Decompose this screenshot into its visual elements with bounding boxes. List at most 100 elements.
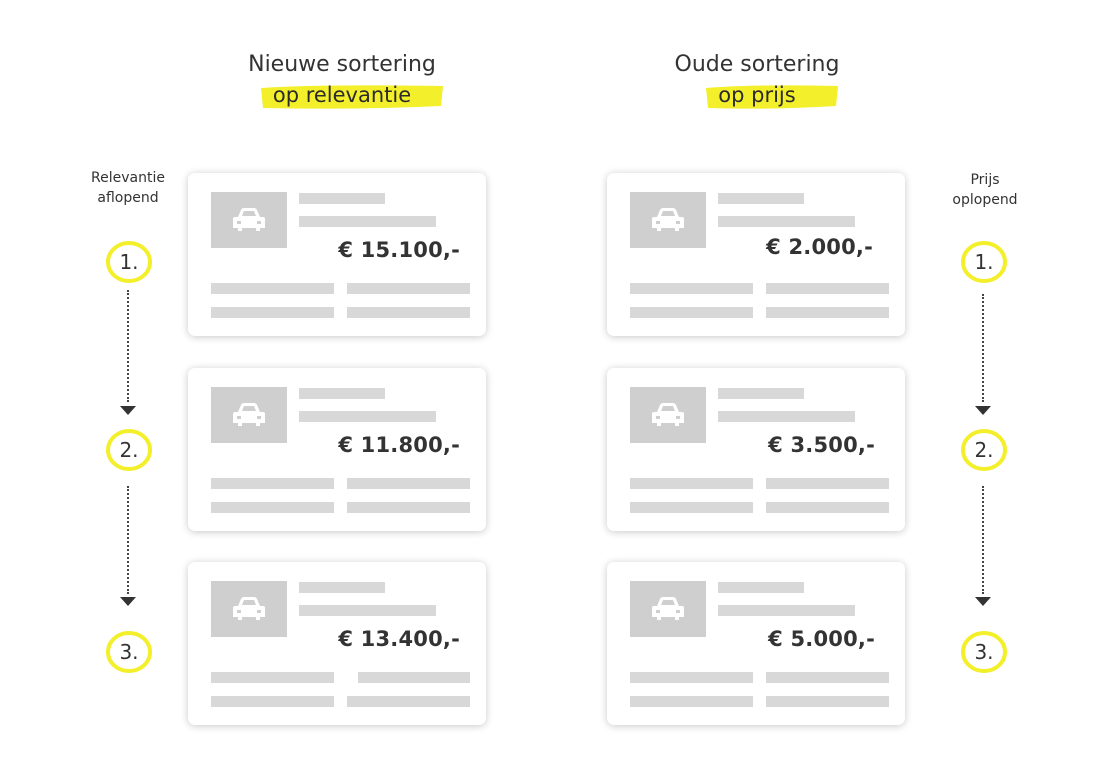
detail-placeholder	[630, 478, 753, 489]
left-rank-3-label: 3.	[119, 640, 139, 664]
right-heading-title: Oude sortering	[674, 52, 840, 77]
detail-placeholder	[211, 672, 334, 683]
detail-placeholder	[766, 672, 889, 683]
left-sort-label: Relevantie aflopend	[78, 168, 178, 208]
circle-marker-icon	[106, 631, 152, 673]
listing-price: € 3.500,-	[768, 433, 875, 457]
circle-marker-icon	[106, 429, 152, 471]
listing-thumbnail	[211, 387, 287, 443]
left-connector-1	[127, 290, 129, 402]
detail-placeholder	[347, 478, 470, 489]
circle-marker-icon	[106, 241, 152, 283]
left-rank-3: 3.	[104, 629, 154, 675]
circle-marker-icon	[961, 631, 1007, 673]
subtitle-placeholder	[299, 605, 436, 616]
circle-marker-icon	[961, 429, 1007, 471]
listing-price: € 15.100,-	[338, 238, 460, 262]
listing-card-left-3[interactable]: € 13.400,-	[188, 562, 486, 725]
title-placeholder	[718, 582, 804, 593]
listing-card-right-1[interactable]: € 2.000,-	[607, 173, 905, 336]
title-placeholder	[299, 193, 385, 204]
detail-placeholder	[766, 502, 889, 513]
detail-placeholder	[766, 283, 889, 294]
left-connector-2	[127, 486, 129, 594]
subtitle-placeholder	[299, 216, 436, 227]
detail-placeholder	[211, 696, 334, 707]
subtitle-placeholder	[718, 216, 855, 227]
listing-thumbnail	[630, 581, 706, 637]
arrow-down-icon	[975, 597, 991, 606]
listing-price: € 11.800,-	[338, 433, 460, 457]
right-sort-label-line1: Prijs	[970, 172, 1000, 188]
arrow-down-icon	[120, 406, 136, 415]
car-icon	[652, 403, 684, 426]
detail-placeholder	[358, 672, 470, 683]
title-placeholder	[718, 388, 804, 399]
title-placeholder	[299, 582, 385, 593]
right-heading-highlight-text: op prijs	[718, 83, 796, 107]
left-rank-1: 1.	[104, 239, 154, 285]
detail-placeholder	[347, 502, 470, 513]
listing-card-right-2[interactable]: € 3.500,-	[607, 368, 905, 531]
left-heading-highlight-text: op relevantie	[272, 83, 412, 107]
right-sort-label: Prijs oplopend	[935, 170, 1035, 210]
left-rank-1-label: 1.	[119, 250, 139, 274]
detail-placeholder	[211, 283, 334, 294]
listing-card-right-3[interactable]: € 5.000,-	[607, 562, 905, 725]
subtitle-placeholder	[718, 605, 855, 616]
car-icon	[233, 597, 265, 620]
left-rank-2-label: 2.	[119, 438, 139, 462]
detail-placeholder	[630, 502, 753, 513]
detail-placeholder	[211, 307, 334, 318]
left-heading-title: Nieuwe sortering	[248, 52, 436, 77]
detail-placeholder	[766, 696, 889, 707]
car-icon	[233, 403, 265, 426]
right-sort-label-line2: oplopend	[952, 192, 1018, 208]
title-placeholder	[299, 388, 385, 399]
detail-placeholder	[630, 283, 753, 294]
car-icon	[652, 208, 684, 231]
listing-price: € 2.000,-	[766, 235, 873, 259]
listing-thumbnail	[630, 192, 706, 248]
subtitle-placeholder	[299, 411, 436, 422]
listing-thumbnail	[211, 581, 287, 637]
car-icon	[233, 208, 265, 231]
circle-marker-icon	[961, 241, 1007, 283]
arrow-down-icon	[975, 406, 991, 415]
listing-price: € 13.400,-	[338, 627, 460, 651]
subtitle-placeholder	[718, 411, 855, 422]
listing-thumbnail	[630, 387, 706, 443]
left-rank-2: 2.	[104, 427, 154, 473]
right-rank-2: 2.	[959, 427, 1009, 473]
car-icon	[652, 597, 684, 620]
right-heading: Oude sortering op prijs	[607, 50, 907, 110]
detail-placeholder	[347, 696, 470, 707]
detail-placeholder	[630, 696, 753, 707]
listing-card-left-1[interactable]: € 15.100,-	[188, 173, 486, 336]
detail-placeholder	[630, 672, 753, 683]
detail-placeholder	[211, 478, 334, 489]
detail-placeholder	[347, 283, 470, 294]
left-heading-highlight: op relevantie	[260, 80, 443, 110]
arrow-down-icon	[120, 597, 136, 606]
right-connector-2	[982, 486, 984, 594]
right-rank-3: 3.	[959, 629, 1009, 675]
left-sort-label-line2: aflopend	[97, 190, 159, 206]
detail-placeholder	[766, 307, 889, 318]
right-heading-highlight: op prijs	[706, 80, 839, 110]
right-rank-3-label: 3.	[974, 640, 994, 664]
right-rank-2-label: 2.	[974, 438, 994, 462]
detail-placeholder	[630, 307, 753, 318]
right-rank-1: 1.	[959, 239, 1009, 285]
detail-placeholder	[347, 307, 470, 318]
yellow-highlight-stroke	[706, 85, 839, 109]
right-connector-1	[982, 294, 984, 402]
detail-placeholder	[766, 478, 889, 489]
detail-placeholder	[211, 502, 334, 513]
right-rank-1-label: 1.	[974, 250, 994, 274]
listing-thumbnail	[211, 192, 287, 248]
listing-card-left-2[interactable]: € 11.800,-	[188, 368, 486, 531]
title-placeholder	[718, 193, 804, 204]
left-heading: Nieuwe sortering op relevantie	[192, 50, 492, 110]
yellow-highlight-stroke	[260, 85, 443, 109]
